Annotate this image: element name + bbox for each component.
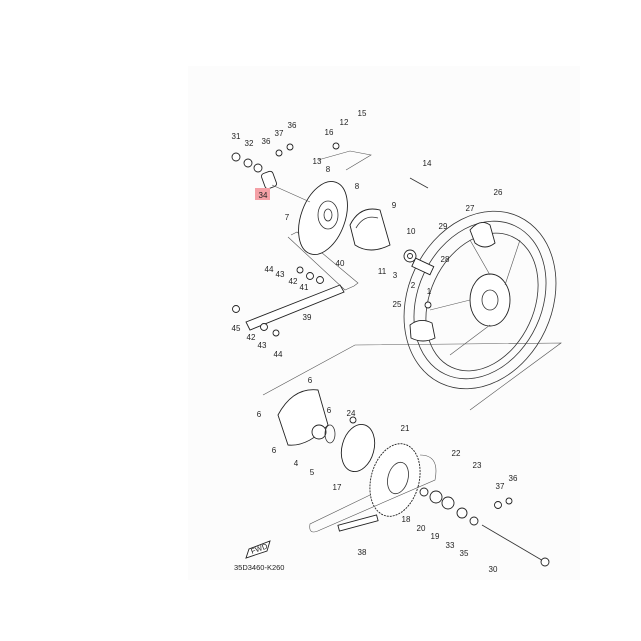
- highlighted-callout-box: [255, 188, 270, 200]
- callout-6[interactable]: 6: [257, 410, 262, 419]
- callout-14[interactable]: 14: [423, 159, 432, 168]
- callout-23[interactable]: 23: [473, 461, 482, 470]
- callout-44[interactable]: 44: [274, 350, 283, 359]
- callout-25[interactable]: 25: [393, 300, 402, 309]
- collar-34: [261, 170, 277, 190]
- callout-27[interactable]: 27: [466, 204, 475, 213]
- callout-41[interactable]: 41: [300, 283, 309, 292]
- o-ring-5: [324, 424, 336, 444]
- drawing-code: 35D3460-K260: [234, 563, 284, 572]
- callout-37[interactable]: 37: [496, 482, 505, 491]
- callout-30[interactable]: 30: [489, 565, 498, 574]
- callout-24[interactable]: 24: [347, 409, 356, 418]
- callout-42[interactable]: 42: [247, 333, 256, 342]
- callout-13[interactable]: 13: [313, 157, 322, 166]
- callout-12[interactable]: 12: [340, 118, 349, 127]
- callout-34[interactable]: 34: [259, 191, 268, 200]
- rear-wheel: [403, 210, 557, 390]
- callout-20[interactable]: 20: [417, 524, 426, 533]
- callout-32[interactable]: 32: [245, 139, 254, 148]
- callout-38[interactable]: 38: [358, 548, 367, 557]
- callout-26[interactable]: 26: [494, 188, 503, 197]
- callout-36[interactable]: 36: [262, 137, 271, 146]
- callout-31[interactable]: 31: [232, 132, 241, 141]
- callout-19[interactable]: 19: [431, 532, 440, 541]
- callout-16[interactable]: 16: [325, 128, 334, 137]
- callout-1[interactable]: 1: [427, 287, 432, 296]
- brake-shoes: [349, 208, 391, 251]
- callout-45[interactable]: 45: [232, 324, 241, 333]
- callout-4[interactable]: 4: [294, 459, 299, 468]
- callout-36[interactable]: 36: [509, 474, 518, 483]
- callout-7[interactable]: 7: [285, 213, 290, 222]
- callout-37[interactable]: 37: [275, 129, 284, 138]
- axle: [481, 524, 546, 563]
- callout-36[interactable]: 36: [288, 121, 297, 130]
- callout-28[interactable]: 28: [441, 255, 450, 264]
- callout-11[interactable]: 11: [378, 267, 387, 276]
- callout-9[interactable]: 9: [392, 201, 397, 210]
- callout-39[interactable]: 39: [303, 313, 312, 322]
- tension-bar: [245, 284, 345, 331]
- callout-8[interactable]: 8: [326, 165, 331, 174]
- callout-15[interactable]: 15: [358, 109, 367, 118]
- brake-plate: [298, 181, 348, 255]
- callout-42[interactable]: 42: [289, 277, 298, 286]
- callout-2[interactable]: 2: [411, 281, 416, 290]
- callout-40[interactable]: 40: [336, 259, 345, 268]
- bearing-4: [311, 424, 327, 440]
- callout-8[interactable]: 8: [355, 182, 360, 191]
- sprocket: [369, 443, 421, 517]
- small-hardware: [231, 142, 513, 526]
- chain-links: [337, 514, 379, 532]
- callout-10[interactable]: 10: [407, 227, 416, 236]
- callout-33[interactable]: 33: [446, 541, 455, 550]
- group-box-hub: [262, 342, 562, 411]
- callout-6[interactable]: 6: [272, 446, 277, 455]
- callout-35[interactable]: 35: [460, 549, 469, 558]
- callout-6[interactable]: 6: [308, 376, 313, 385]
- callout-29[interactable]: 29: [439, 222, 448, 231]
- callout-21[interactable]: 21: [401, 424, 410, 433]
- callout-43[interactable]: 43: [276, 270, 285, 279]
- callout-5[interactable]: 5: [310, 468, 315, 477]
- callout-3[interactable]: 3: [393, 271, 398, 280]
- callout-17[interactable]: 17: [333, 483, 342, 492]
- group-box-brake-arm: [317, 150, 372, 171]
- drive-chain: [309, 454, 437, 533]
- group-box-brake-plate: [287, 231, 359, 291]
- fwd-arrow: FWD: [245, 540, 271, 559]
- callout-43[interactable]: 43: [258, 341, 267, 350]
- callout-6[interactable]: 6: [327, 406, 332, 415]
- callout-18[interactable]: 18: [402, 515, 411, 524]
- clutch-hub: [340, 424, 376, 472]
- callout-44[interactable]: 44: [265, 265, 274, 274]
- callout-22[interactable]: 22: [452, 449, 461, 458]
